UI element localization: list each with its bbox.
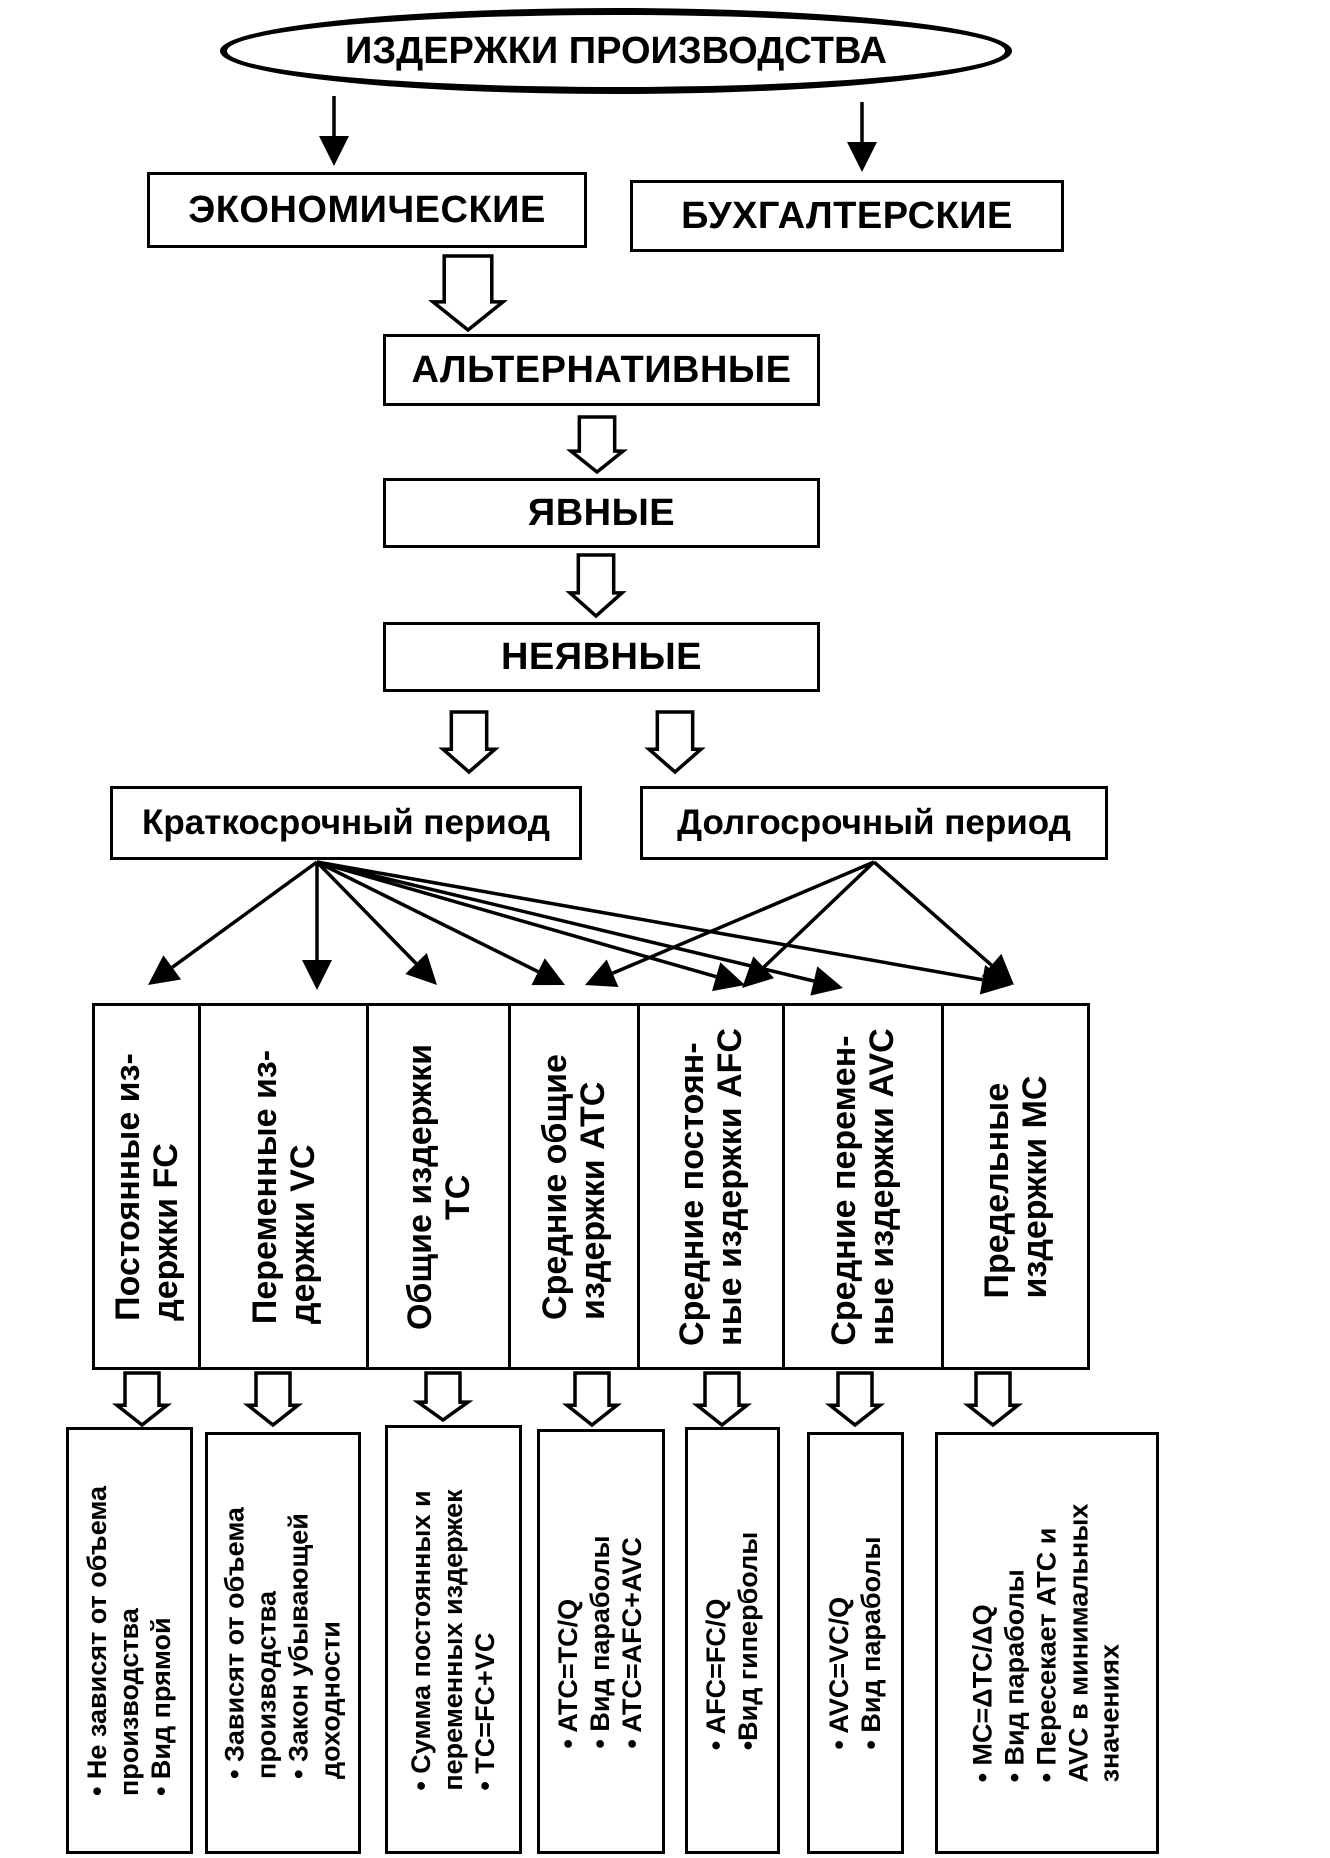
economic-costs-label: ЭКОНОМИЧЕСКИЕ [188, 188, 546, 231]
category-mc-line1: Предельные [977, 1082, 1016, 1298]
arrow-short-avc-head [810, 966, 843, 996]
hollow-arrow-tc-details [412, 1371, 474, 1423]
details-mc-line1: • MC=ΔTC/ΔQ [967, 1604, 998, 1783]
details-fc-line1: • Не зависят от объема [81, 1485, 112, 1796]
category-fc: Постоянные из- держки FC [92, 1003, 201, 1370]
category-afc: Средние постоян- ные издержки AFC [637, 1003, 785, 1370]
category-fc-line2: держки FC [146, 1142, 185, 1321]
details-fc-line2: производства [113, 1607, 144, 1796]
category-atc-line2: издержки АТС [574, 1081, 612, 1320]
title-ellipse: ИЗДЕРЖКИ ПРОИЗВОДСТВА [220, 8, 1012, 94]
details-mc-line2: • Вид параболы [999, 1569, 1030, 1783]
hollow-arrow-avc-details [824, 1371, 886, 1428]
arrow-long-afc-head [742, 956, 775, 988]
alternative-costs-box: АЛЬТЕРНАТИВНЫЕ [383, 334, 820, 406]
category-vc-line1: Переменные из- [245, 1049, 284, 1324]
details-mc-line4: AVC в минимальных [1062, 1503, 1093, 1783]
explicit-costs-label: ЯВНЫЕ [527, 491, 676, 534]
arrow-short-mc-line [316, 860, 983, 982]
details-atc: • ATC=TC/Q • Вид параболы • ATC=AFC+AVC [537, 1429, 665, 1854]
arrow-short-tc-line [315, 860, 418, 965]
category-atc-line1: Средние общие [535, 1053, 574, 1320]
arrow-title-to-economic-head [319, 136, 349, 166]
details-tc: • Сумма постоянных и переменных издержек… [385, 1425, 522, 1854]
details-mc: • MC=ΔTC/ΔQ • Вид параболы • Пересекает … [935, 1432, 1159, 1854]
hollow-arrow-alternative-explicit [566, 415, 628, 475]
arrow-long-mc-head [981, 953, 1014, 985]
hollow-arrow-vc-details [242, 1371, 304, 1428]
arrow-long-mc-line [872, 860, 993, 967]
arrow-short-fc-head [148, 955, 182, 985]
details-fc-line3: • Вид прямой [145, 1616, 176, 1796]
arrow-short-afc-head [712, 962, 745, 992]
long-run-box: Долгосрочный период [640, 786, 1108, 860]
long-run-label: Долгосрочный период [677, 803, 1071, 842]
explicit-costs-box: ЯВНЫЕ [383, 478, 820, 548]
details-atc-line1: • ATC=TC/Q [553, 1598, 584, 1749]
details-vc: • Зависят от объема производства • Закон… [205, 1432, 361, 1854]
implicit-costs-label: НЕЯВНЫЕ [500, 635, 703, 678]
details-avc-line1: • AVC=VC/Q [823, 1596, 854, 1750]
hollow-arrow-economic-alternative [428, 254, 508, 333]
implicit-costs-box: НЕЯВНЫЕ [383, 622, 820, 692]
short-run-label: Краткосрочный период [142, 803, 550, 842]
details-atc-line3: • ATC=AFC+AVC [616, 1536, 647, 1749]
category-vc: Переменные из- держки VC [198, 1003, 369, 1370]
category-avc-line2: ные издержки AVC [863, 1027, 901, 1346]
arrow-short-fc-line [171, 860, 319, 969]
arrow-short-atc-head [531, 958, 565, 986]
details-vc-line2: производства [251, 1590, 282, 1779]
details-vc-line1: • Зависят от объема [219, 1507, 250, 1779]
details-fc: • Не зависят от объема производства • Ви… [66, 1427, 193, 1854]
economic-costs-box: ЭКОНОМИЧЕСКИЕ [147, 172, 587, 248]
hollow-arrow-afc-details [691, 1371, 753, 1428]
details-vc-line3: • Закон убывающей [283, 1513, 313, 1779]
arrow-short-avc-line [316, 860, 815, 983]
details-afc: • AFC=FC/Q •Вид гиперболы [685, 1427, 780, 1854]
hollow-arrow-implicit-short [438, 710, 500, 775]
arrow-short-atc-line [316, 860, 539, 974]
category-atc: Средние общие издержки АТС [508, 1003, 640, 1370]
details-tc-line1: • Сумма постоянных и [405, 1489, 436, 1791]
details-afc-line1: • AFC=FC/Q [700, 1598, 731, 1750]
details-avc: • AVC=VC/Q • Вид параболы [807, 1432, 904, 1854]
details-avc-line2: • Вид параболы [855, 1536, 886, 1750]
category-tc-line1: Общие издержки [400, 1043, 439, 1330]
hollow-arrow-explicit-implicit [565, 553, 627, 619]
details-tc-line3: • ТС=FC+VC [469, 1632, 500, 1791]
category-avc: Средние перемен- ные издержки AVC [782, 1003, 944, 1370]
hollow-arrow-implicit-long [644, 710, 706, 775]
accounting-costs-box: БУХГАЛТЕРСКИЕ [630, 180, 1064, 252]
diagram-title: ИЗДЕРЖКИ ПРОИЗВОДСТВА [345, 29, 887, 72]
details-atc-line2: • Вид параболы [585, 1534, 616, 1749]
details-mc-line3: • Пересекает АТС и [1031, 1527, 1062, 1783]
arrow-long-afc-line [762, 860, 876, 969]
hollow-arrow-fc-details [111, 1371, 173, 1428]
arrow-short-vc-head [302, 960, 332, 990]
category-fc-line1: Постоянные из- [108, 1052, 147, 1321]
alternative-costs-label: АЛЬТЕРНАТИВНЫЕ [411, 348, 792, 391]
category-afc-line2: ные издержки AFC [711, 1027, 749, 1346]
category-afc-line1: Средние постоян- [672, 1041, 711, 1346]
arrow-long-atc-line [611, 860, 875, 975]
accounting-costs-label: БУХГАЛТЕРСКИЕ [681, 194, 1013, 237]
category-mc: Предельные издержки МС [941, 1003, 1090, 1370]
details-mc-line5: значениях [1094, 1643, 1125, 1783]
category-vc-line2: держки VC [283, 1144, 322, 1324]
category-mc-line2: издержки МС [1015, 1075, 1054, 1298]
category-tc-line2: ТС [438, 1174, 477, 1220]
arrow-short-tc-head [405, 953, 437, 985]
details-afc-line2: •Вид гиперболы [732, 1531, 763, 1750]
details-vc-line4: доходности [314, 1621, 345, 1779]
arrow-long-atc-head [585, 959, 619, 988]
hollow-arrow-atc-details [561, 1371, 623, 1428]
category-tc: Общие издержки ТС [366, 1003, 511, 1370]
short-run-box: Краткосрочный период [110, 786, 582, 860]
hollow-arrow-mc-details [962, 1371, 1024, 1428]
arrow-title-to-accounting-head [847, 142, 877, 172]
details-tc-line2: переменных издержек [437, 1488, 468, 1791]
category-avc-line1: Средние перемен- [824, 1034, 863, 1346]
